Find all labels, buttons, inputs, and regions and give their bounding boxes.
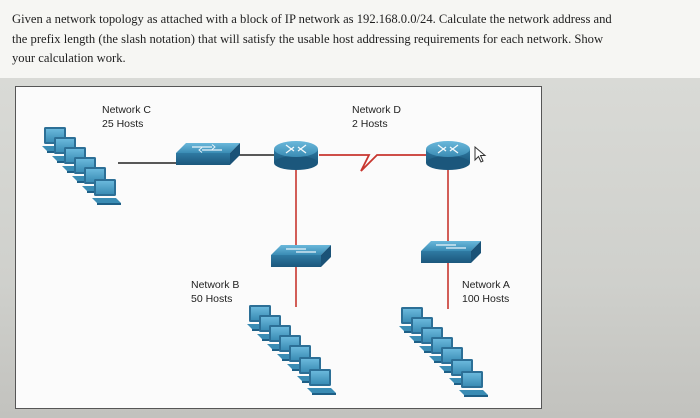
pc-group-icon [42,127,121,205]
network-c-label: Network C 25 Hosts [102,104,151,131]
topology-drawing [42,127,488,397]
network-b-hosts: 50 Hosts [191,292,233,305]
switch-icon [176,143,240,165]
mouse-pointer-icon [474,146,487,163]
question-line-3: your calculation work. [12,51,126,65]
network-a-name: Network A [462,279,510,291]
network-d-hosts: 2 Hosts [352,117,388,130]
switch-icon [271,245,331,267]
network-c-hosts: 25 Hosts [102,117,144,130]
network-a-hosts: 100 Hosts [462,292,510,305]
network-b-name: Network B [191,279,240,291]
links [118,154,449,309]
pc-group-icon [247,305,336,395]
serial-link-icon [319,154,426,172]
pc-group-icon [399,307,488,397]
question-line-2: the prefix length (the slash notation) t… [12,31,604,46]
router-icon [426,141,470,170]
network-c-name: Network C [102,104,152,116]
network-d-name: Network D [352,104,402,116]
router-icon [274,141,318,170]
network-topology-diagram: Network C 25 Hosts Network D 2 Hosts Net… [15,86,542,409]
network-a-label: Network A 100 Hosts [462,279,510,306]
network-b-label: Network B 50 Hosts [191,279,239,306]
switch-icon [421,241,481,263]
network-d-label: Network D 2 Hosts [352,104,401,131]
question-line-1: Given a network topology as attached wit… [12,12,612,26]
question-text: Given a network topology as attached wit… [12,10,692,69]
